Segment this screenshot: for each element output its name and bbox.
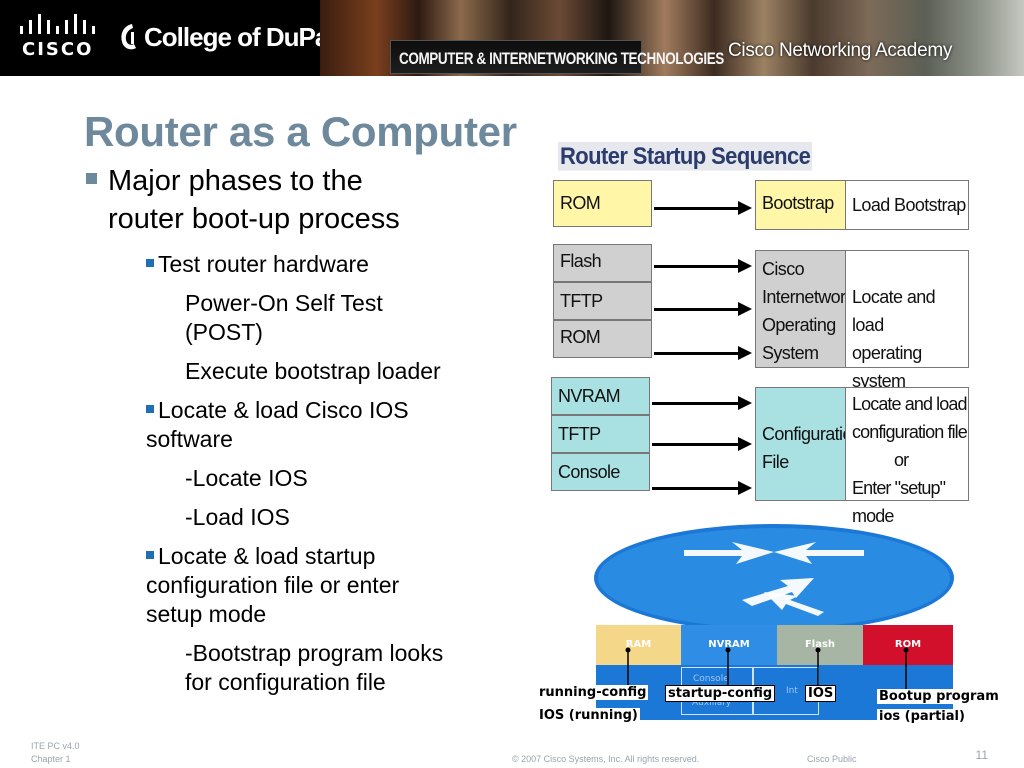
cisco-logo: CISCO: [14, 14, 100, 62]
action-load-config-box: Locate and load configuration file or En…: [845, 387, 969, 526]
footer-classification: Cisco Public: [807, 754, 857, 764]
footer-chapter: Chapter 1: [31, 754, 71, 764]
cisco-wordmark: CISCO: [22, 39, 94, 60]
action-load-config-line: Locate and load: [852, 394, 968, 414]
sub-bullet-ios: Locate & load Cisco IOS software: [146, 396, 504, 454]
sub-bullet-ios-cont: software: [146, 426, 233, 452]
source-tftp-box: TFTP Server: [553, 282, 652, 339]
sub-bullet-config-line-3: setup mode: [146, 601, 267, 627]
startup-config-label: startup-config: [665, 685, 776, 702]
target-ios-line: Cisco: [762, 259, 805, 279]
ios-label: IOS: [805, 685, 837, 702]
action-load-config-line: or: [894, 450, 909, 470]
locate-ios-item: -Locate IOS: [185, 465, 308, 491]
main-bullet-line-1: Major phases to the: [108, 165, 363, 197]
target-bootstrap-box: Bootstrap: [755, 180, 846, 230]
footer-copyright: © 2007 Cisco Systems, Inc. All rights re…: [512, 754, 700, 764]
square-bullet-icon: [146, 259, 154, 267]
cisco-bars-icon: [20, 14, 95, 34]
post-line-2: (POST): [185, 319, 263, 345]
load-ios-item: -Load IOS: [185, 504, 290, 530]
ios-partial-label: ios (partial): [877, 709, 967, 724]
bootup-program-label: Bootup program: [877, 689, 1001, 704]
bullet-list: Major phases to the router boot-up proce…: [84, 162, 504, 697]
action-load-os-line: Locate and load: [852, 287, 936, 335]
source-flash-box: Flash: [553, 244, 652, 282]
running-config-label: running-config: [537, 685, 649, 700]
square-bullet-icon: [146, 405, 154, 413]
source-nvram-box: NVRAM: [551, 377, 650, 415]
arrow-icon: [654, 201, 752, 215]
target-ios-line: System: [762, 343, 819, 363]
target-ios-line: Internetwork: [762, 287, 854, 307]
sub-bullet-config: Locate & load startup configuration file…: [146, 542, 504, 629]
square-bullet-icon: [146, 551, 154, 559]
main-bullet-line-2: router boot-up process: [108, 203, 400, 235]
flash-block: Flash: [777, 625, 863, 665]
source-rom-box: ROM: [553, 180, 652, 227]
arrow-icon: [652, 481, 752, 495]
bootstrap-looks-line-2: for configuration file: [185, 669, 386, 695]
action-load-os-line: operating system: [852, 343, 922, 391]
console-port-label: Console: [693, 674, 729, 684]
sequence-title: Router Startup Sequence: [558, 142, 813, 171]
target-config-line: Configuration: [762, 424, 862, 444]
academy-text: Cisco Networking Academy: [728, 40, 953, 61]
router-icon: [594, 524, 954, 630]
nvram-block: NVRAM: [681, 625, 777, 665]
college-logo: College of DuPage: [108, 0, 358, 76]
slide-title: Router as a Computer: [84, 108, 517, 155]
post-line-1: Power-On Self Test: [185, 290, 383, 316]
sub-bullet-hardware-text: Test router hardware: [158, 251, 369, 277]
target-ios-box: Cisco Internetwork Operating System: [755, 250, 854, 368]
college-mark-icon: [121, 24, 136, 50]
sub-bullet-config-line-2: configuration file or enter: [146, 572, 400, 598]
source-console-box: Console: [551, 453, 650, 491]
program-banner: COMPUTER & INTERNETWORKING TECHNOLOGIES: [390, 40, 724, 74]
bootstrap-looks-line-1: -Bootstrap program looks: [185, 640, 444, 666]
action-load-config-line: Enter "setup" mode: [852, 478, 946, 526]
page-number: 11: [975, 748, 988, 762]
arrow-icon: [654, 302, 752, 316]
target-config-line: File: [762, 452, 789, 472]
ram-block: RAM: [596, 625, 681, 665]
source-rom2-box: ROM: [553, 320, 652, 358]
bootstrap-looks-item: -Bootstrap program looks for configurati…: [185, 639, 504, 697]
post-item: Power-On Self Test (POST): [185, 289, 504, 347]
rom-block: ROM: [863, 625, 953, 665]
header-banner: CISCO College of DuPage COMPUTER & INTER…: [0, 0, 1024, 76]
exec-bootstrap-item: Execute bootstrap loader: [185, 358, 441, 384]
arrow-icon: [652, 437, 752, 451]
square-bullet-icon: [86, 173, 97, 184]
footer-course: ITE PC v4.0: [31, 741, 80, 751]
sub-bullet-hardware: Test router hardware: [146, 250, 504, 279]
sub-bullet-ios-text: Locate & load Cisco IOS: [158, 397, 409, 423]
target-config-box: Configuration File: [755, 387, 862, 501]
aux-port-label: Auxiliary: [692, 698, 732, 708]
int-port-label: Int: [786, 686, 798, 696]
main-bullet: Major phases to the router boot-up proce…: [84, 162, 504, 238]
connector-lines: [625, 647, 909, 690]
arrow-icon: [654, 346, 752, 360]
action-load-config-line: configuration file: [852, 422, 968, 442]
arrow-icon: [652, 396, 752, 410]
action-load-os-box: Locate and load operating system: [845, 250, 969, 391]
sub-bullet-config-line-1: Locate & load startup: [158, 543, 376, 569]
source-tftp2-box: TFTP Server: [551, 415, 650, 472]
action-load-bootstrap-box: Load Bootstrap: [845, 180, 969, 230]
ios-running-label: IOS (running): [537, 708, 640, 723]
target-ios-line: Operating: [762, 315, 836, 335]
program-banner-text: COMPUTER & INTERNETWORKING TECHNOLOGIES: [399, 49, 724, 68]
arrow-icon: [654, 259, 752, 273]
